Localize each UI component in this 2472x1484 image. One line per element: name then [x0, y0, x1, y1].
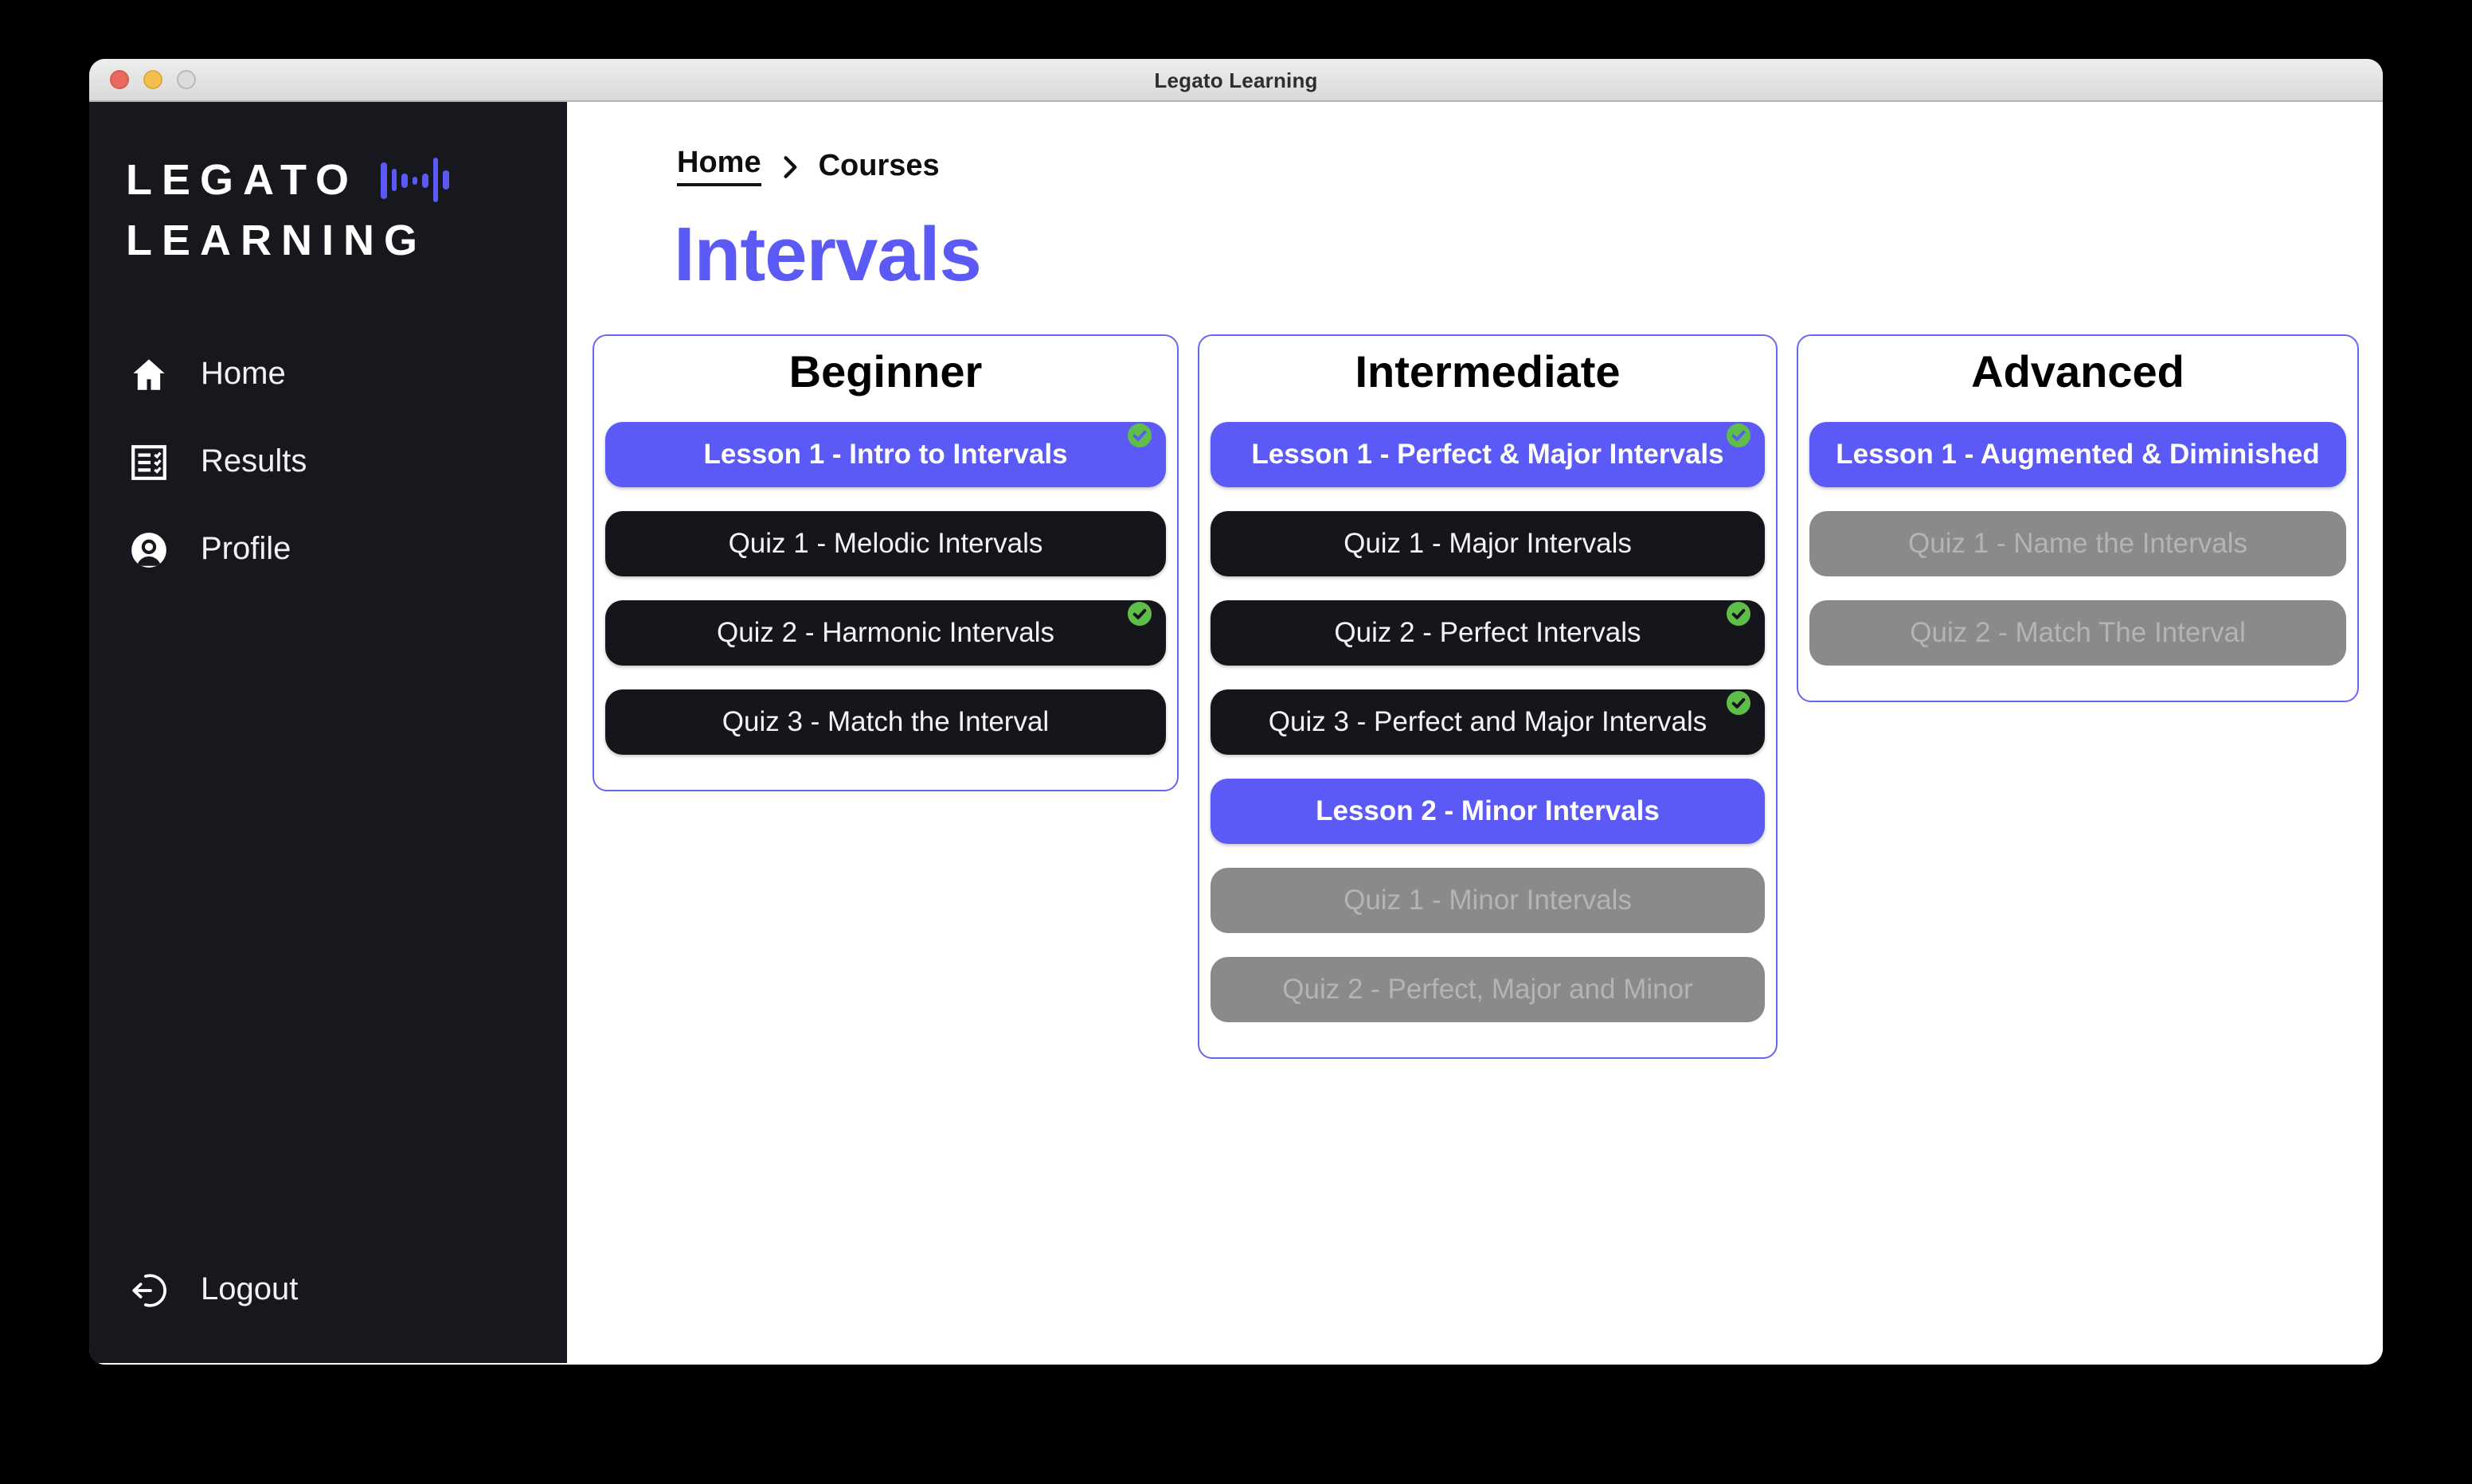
completed-check-icon [1128, 602, 1152, 626]
quiz-button[interactable]: Quiz 3 - Match the Interval [605, 689, 1166, 755]
results-checklist-icon [127, 441, 169, 482]
course-item-label: Quiz 1 - Major Intervals [1344, 527, 1632, 559]
breadcrumb-current: Courses [818, 149, 940, 182]
course-level-card: Advanced Lesson 1 - Augmented & Diminish… [1797, 334, 2359, 702]
app-logo: LEGATO LEARNING [89, 150, 567, 271]
logout-icon [127, 1269, 169, 1310]
sidebar-item-label: Profile [201, 531, 291, 566]
quiz-button: Quiz 1 - Name the Intervals [1809, 511, 2346, 576]
quiz-button: Quiz 2 - Perfect, Major and Minor [1211, 957, 1765, 1022]
minimize-button[interactable] [143, 70, 162, 89]
breadcrumb-home-link[interactable]: Home [677, 146, 761, 186]
quiz-button[interactable]: Quiz 1 - Melodic Intervals [605, 511, 1166, 576]
sidebar-item-profile[interactable]: Profile [89, 513, 567, 586]
quiz-button[interactable]: Quiz 2 - Harmonic Intervals [605, 600, 1166, 666]
course-item-label: Lesson 2 - Minor Intervals [1316, 795, 1660, 826]
breadcrumb: Home Courses [677, 146, 2383, 186]
zoom-button[interactable] [177, 70, 196, 89]
completed-check-icon [1727, 691, 1750, 715]
close-button[interactable] [110, 70, 129, 89]
logo-line2: LEARNING [126, 217, 427, 264]
profile-icon [127, 529, 169, 570]
course-item-label: Quiz 3 - Perfect and Major Intervals [1268, 705, 1707, 737]
app-window: Legato Learning LEGATO LEARNING [89, 59, 2383, 1365]
quiz-button[interactable]: Quiz 2 - Perfect Intervals [1211, 600, 1765, 666]
completed-check-icon [1727, 602, 1750, 626]
course-item-label: Quiz 2 - Harmonic Intervals [716, 616, 1054, 648]
waveform-icon [381, 154, 449, 205]
course-item-label: Quiz 2 - Perfect, Major and Minor [1282, 973, 1693, 1005]
sidebar-item-label: Results [201, 443, 307, 478]
quiz-button[interactable]: Quiz 1 - Major Intervals [1211, 511, 1765, 576]
traffic-lights [110, 59, 196, 100]
completed-check-icon [1128, 424, 1152, 447]
course-item-label: Quiz 3 - Match the Interval [722, 705, 1050, 737]
course-level-title: Advanced [1971, 347, 2185, 396]
lesson-button[interactable]: Lesson 1 - Augmented & Diminished [1809, 422, 2346, 487]
course-level-card: Intermediate Lesson 1 - Perfect & Major … [1198, 334, 1778, 1059]
main-content: Home Courses Intervals Beginner Lesson 1… [567, 102, 2383, 1363]
quiz-button[interactable]: Quiz 3 - Perfect and Major Intervals [1211, 689, 1765, 755]
course-level-title: Intermediate [1355, 347, 1621, 396]
chevron-right-icon [776, 152, 804, 181]
sidebar-nav: Home Results [89, 338, 567, 600]
sidebar-item-results[interactable]: Results [89, 425, 567, 498]
course-item-label: Quiz 1 - Melodic Intervals [728, 527, 1043, 559]
logout-button[interactable]: Logout [89, 1253, 567, 1326]
course-item-label: Quiz 2 - Match The Interval [1910, 616, 2246, 648]
window-body: LEGATO LEARNING Home [89, 102, 2383, 1363]
course-item-label: Lesson 1 - Intro to Intervals [703, 438, 1068, 470]
window-titlebar: Legato Learning [89, 59, 2383, 102]
logout-label: Logout [201, 1271, 299, 1306]
sidebar: LEGATO LEARNING Home [89, 102, 567, 1363]
home-icon [127, 353, 169, 395]
course-item-label: Lesson 1 - Augmented & Diminished [1836, 438, 2320, 470]
logo-line1: LEGATO [126, 156, 359, 204]
course-item-label: Quiz 1 - Name the Intervals [1908, 527, 2247, 559]
lesson-button[interactable]: Lesson 2 - Minor Intervals [1211, 779, 1765, 844]
sidebar-item-home[interactable]: Home [89, 338, 567, 411]
sidebar-item-label: Home [201, 356, 286, 391]
course-item-label: Lesson 1 - Perfect & Major Intervals [1251, 438, 1724, 470]
course-level-title: Beginner [788, 347, 983, 396]
page-title: Intervals [674, 213, 982, 298]
quiz-button: Quiz 1 - Minor Intervals [1211, 868, 1765, 933]
course-item-label: Quiz 1 - Minor Intervals [1344, 884, 1632, 916]
course-item-label: Quiz 2 - Perfect Intervals [1334, 616, 1641, 648]
completed-check-icon [1727, 424, 1750, 447]
quiz-button: Quiz 2 - Match The Interval [1809, 600, 2346, 666]
lesson-button[interactable]: Lesson 1 - Perfect & Major Intervals [1211, 422, 1765, 487]
lesson-button[interactable]: Lesson 1 - Intro to Intervals [605, 422, 1166, 487]
window-title: Legato Learning [1154, 68, 1318, 92]
